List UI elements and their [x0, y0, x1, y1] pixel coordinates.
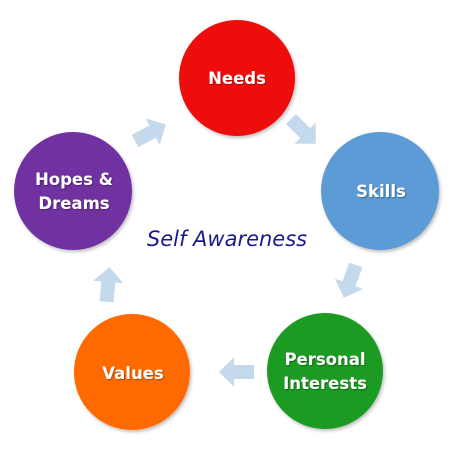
node-personal-interests-label-line2: Interests — [283, 374, 367, 393]
node-personal-interests-circle — [267, 313, 383, 429]
node-hopes-dreams: Hopes & Dreams — [14, 132, 132, 250]
node-values-circle — [74, 314, 190, 430]
arrow-values-to-hopes — [93, 267, 124, 303]
arrow-needs-to-skills — [286, 114, 316, 144]
arrow-interests-to-values — [219, 357, 254, 387]
node-values: Values — [74, 314, 190, 430]
node-skills-label: Skills — [356, 182, 406, 201]
center-title: Self Awareness — [147, 227, 307, 251]
node-needs-circle — [179, 20, 295, 136]
arrow-skills-to-interests — [334, 262, 364, 298]
node-values-label: Values — [102, 364, 164, 383]
node-hopes-dreams-circle — [14, 132, 132, 250]
node-skills: Skills — [321, 132, 439, 250]
node-skills-circle — [321, 132, 439, 250]
node-hopes-dreams-label-line1: Hopes & — [35, 170, 113, 189]
node-needs-label: Needs — [208, 69, 266, 88]
node-personal-interests: Personal Interests — [267, 313, 383, 429]
node-needs: Needs — [179, 20, 295, 136]
node-personal-interests-label-line1: Personal — [284, 350, 365, 369]
arrow-hopes-to-needs — [131, 118, 166, 148]
node-hopes-dreams-label-line2: Dreams — [38, 194, 109, 213]
